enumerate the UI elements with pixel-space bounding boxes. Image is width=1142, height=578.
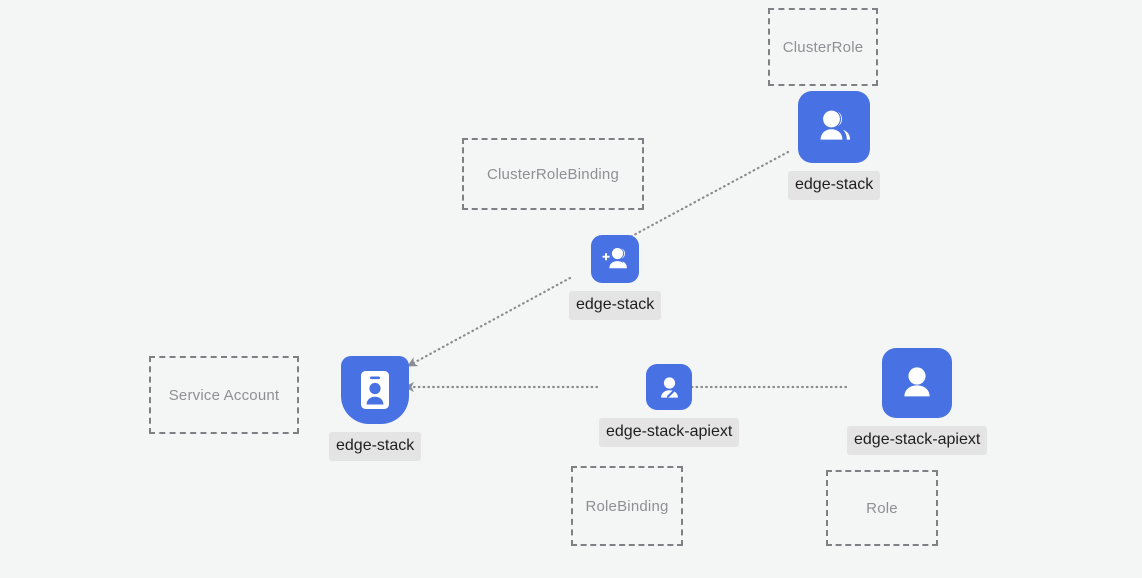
node-label: edge-stack-apiext [599, 418, 740, 447]
person-edit-icon [655, 373, 684, 402]
node-label: edge-stack-apiext [847, 426, 988, 455]
node-role[interactable]: edge-stack-apiext [847, 348, 988, 455]
person-add-icon [600, 244, 630, 274]
kind-box-label: RoleBinding [585, 497, 669, 515]
kind-box-cluster-role: ClusterRole [768, 8, 878, 86]
kind-box-cluster-role-binding: ClusterRoleBinding [462, 138, 644, 210]
cluster-role-binding-tile[interactable] [591, 235, 640, 283]
node-label: edge-stack [569, 291, 662, 320]
id-badge-icon [355, 368, 395, 412]
role-binding-tile[interactable] [646, 364, 693, 410]
node-label: edge-stack [788, 171, 881, 200]
node-label: edge-stack [329, 432, 422, 461]
kind-box-label: Role [866, 499, 898, 517]
kind-box-role: Role [826, 470, 938, 546]
edge-clusterrole-to-crb [617, 150, 790, 245]
edge-crb-to-sa [406, 276, 572, 368]
kind-box-label: Service Account [168, 386, 280, 404]
node-cluster-role-binding[interactable]: edge-stack [569, 235, 662, 320]
kind-box-role-binding: RoleBinding [571, 466, 683, 546]
role-tile[interactable] [882, 348, 953, 418]
group-people-icon [813, 106, 855, 148]
node-role-binding[interactable]: edge-stack-apiext [599, 364, 740, 447]
node-cluster-role[interactable]: edge-stack [788, 91, 881, 200]
kind-box-label: ClusterRole [782, 38, 864, 56]
kind-box-service-account: Service Account [149, 356, 299, 434]
service-account-tile[interactable] [341, 356, 410, 424]
cluster-role-tile[interactable] [798, 91, 871, 163]
kind-box-label: ClusterRoleBinding [486, 165, 619, 183]
person-icon [896, 362, 938, 404]
node-service-account[interactable]: edge-stack [329, 356, 422, 461]
